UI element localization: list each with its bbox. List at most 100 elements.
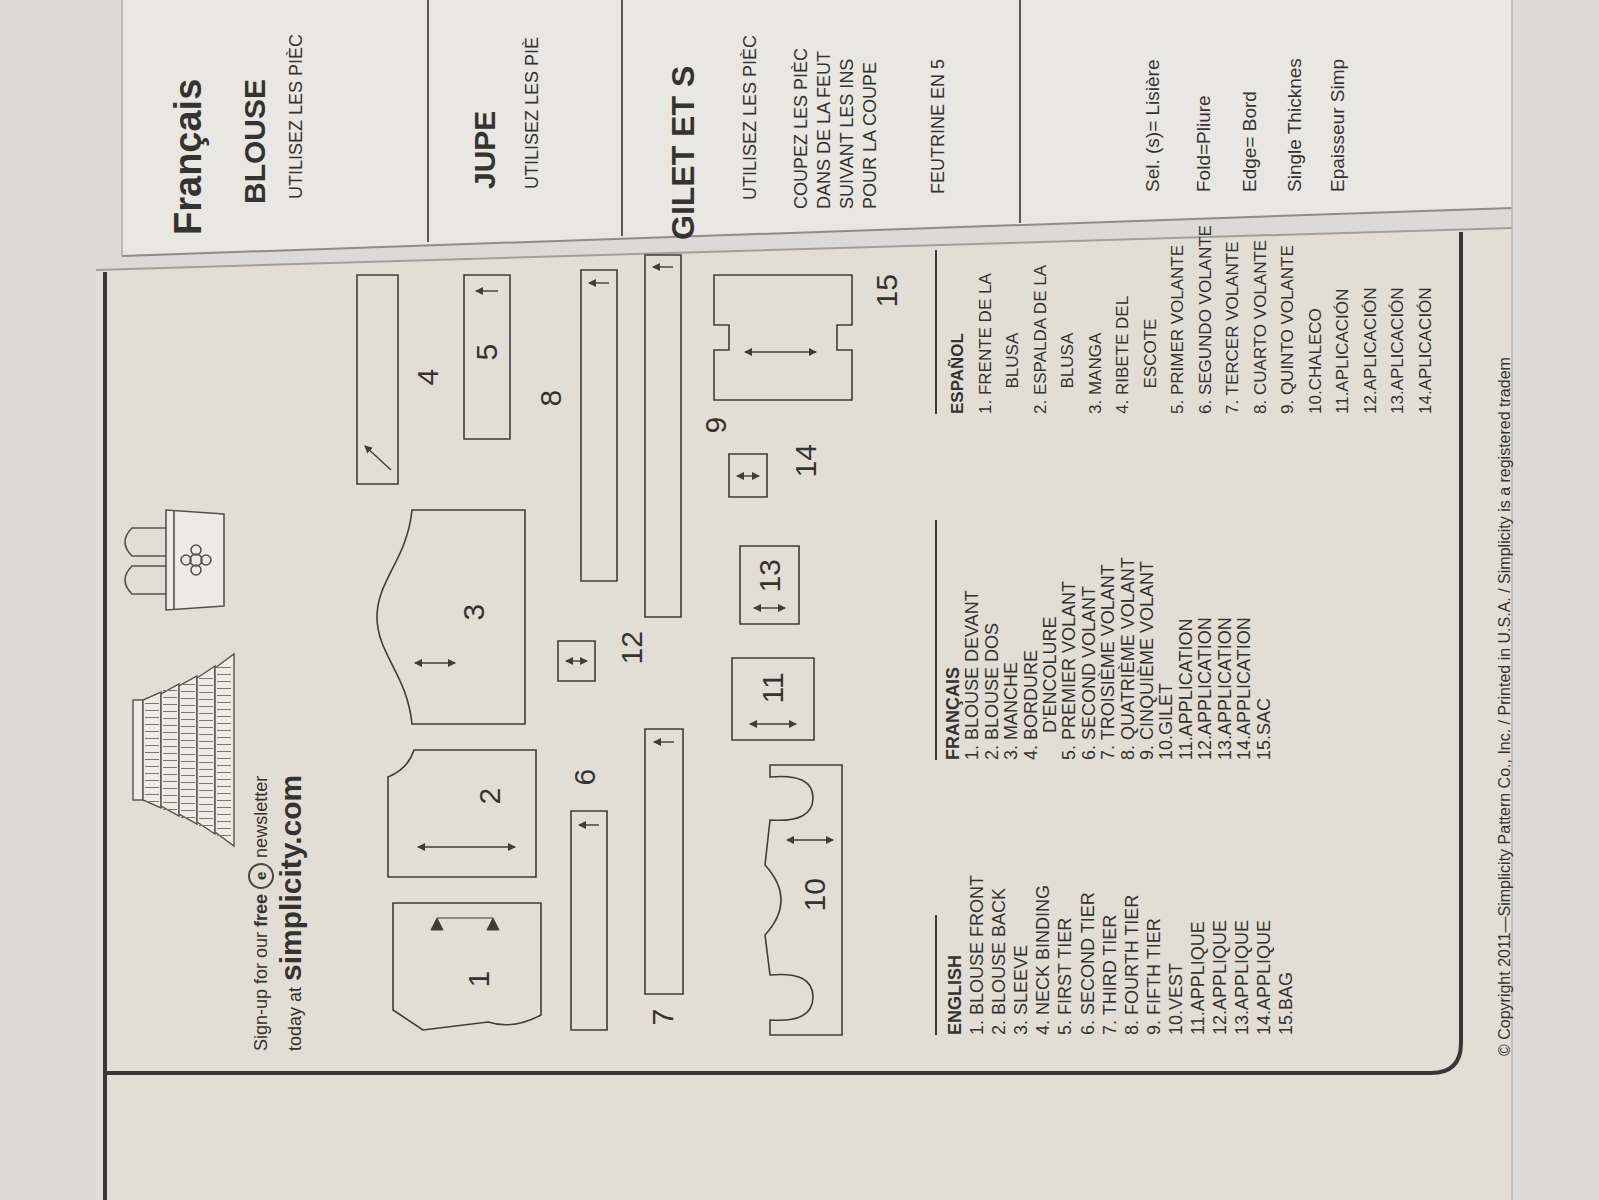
grain-arrow [579,824,599,825]
list-item: 10.GILET [1157,557,1176,760]
pattern-piece: 10 [755,765,842,1035]
list-item: 12.APPLICATION [1196,557,1215,760]
piece-outline-path [729,454,767,497]
pattern-piece: 11 [732,658,814,740]
list-item: 9. QUINTO VOLANTE [1274,225,1302,414]
section-heading: GILET ET S [665,66,702,240]
fold-mark [431,918,443,930]
piece-number: 1 [464,971,494,988]
instruction-text: FEUTRINE EN 5 [928,59,949,194]
list-item: 3. MANCHE [1002,557,1021,760]
piece-number: 9 [701,417,731,434]
piece-number: 2 [475,788,505,805]
list-item: 12.APPLIQUE [1209,875,1231,1035]
list-item: 4. RIBETE DEL ESCOTE [1109,239,1164,414]
piece-outline-path [714,275,852,400]
list-item: 5. PREMIER VOLANT [1060,557,1079,760]
list-item: 8. QUATRIÈME VOLANT [1119,557,1138,760]
list-item: 9. CINQUIÈME VOLANT [1138,557,1157,760]
list-item: 7. TERCER VOLANTE [1219,225,1247,414]
list-item: 2. ESPALDA DE LA BLUSA [1027,239,1082,414]
piece-outline-path [645,729,683,994]
signup-line: Sign-up for ourfreeenewsletter [248,776,274,1051]
signup-line: today atsimplicity.com [274,775,308,1051]
pattern-piece: 9 [645,255,681,617]
piece-outline [581,270,617,581]
piece-number: 4 [413,369,443,386]
list-item: 1. BLOUSE DEVANT [963,557,982,760]
fold-mark [487,918,499,930]
piece-outline-path [765,765,842,1035]
grain-arrow [365,446,391,470]
list-item: 2. BLOUSE BACK [988,875,1010,1035]
list-item: 14.APLICACIÓN [1412,225,1440,414]
list-item: 4. BORDURE D'ENCOLURE [1022,580,1061,760]
piece-outline-path [388,750,536,877]
piece-outline-path [357,275,398,484]
list-item: 11.APPLICATION [1177,557,1196,760]
piece-outline-path [558,641,595,681]
piece-number: 14 [791,444,821,477]
list-item: 14.APPLIQUE [1253,875,1275,1035]
list-item: 3. SLEEVE [1010,875,1032,1035]
piece-outline [645,729,683,994]
piece-outline [357,275,398,484]
section-heading: BLOUSE [238,79,273,204]
piece-number: 3 [459,604,489,621]
piece-outline-path [581,270,617,581]
parts-list: ENGLISH1. BLOUSE FRONT2. BLOUSE BACK3. S… [944,875,1298,1035]
grain-arrow [653,266,673,267]
piece-outline [714,275,852,400]
grain-arrow [750,723,796,724]
pattern-piece: 3 [377,510,525,724]
section-heading: Français [167,79,211,235]
list-item: 5. FIRST TIER [1054,875,1076,1035]
piece-number: 8 [536,390,566,407]
piece-outline-path [571,811,607,1030]
list-item: 6. SECOND TIER [1077,875,1099,1035]
grain-arrow [415,662,455,663]
piece-number: 12 [617,631,647,664]
piece-outline-path [645,255,681,617]
main-sheet [96,228,1512,1200]
grain-arrow [418,846,515,847]
sheet-edge [122,208,1512,256]
bag-illustration [125,510,224,610]
instruction-text: Fold=Pliure [1193,95,1215,192]
top-sheet [122,0,1512,256]
border-line [103,272,107,1200]
column-rule [935,520,937,760]
grain-arrow [737,475,759,476]
list-item: 11.APPLIQUE [1187,875,1209,1035]
piece-number: 5 [472,344,502,361]
column-rule [935,915,937,1035]
list-item: 4. NECK BINDING [1032,875,1054,1035]
signup-text: Sign-up for our [251,932,272,1051]
instruction-text: Edge= Bord [1239,91,1261,192]
list-item: 9. FIFTH TIER [1143,875,1165,1035]
piece-outline [558,641,595,681]
piece-number: 11 [758,672,788,703]
list-item: 13.APPLICATION [1216,557,1235,760]
list-item: 15.BAG [1275,875,1297,1035]
piece-number: 7 [648,1009,678,1026]
piece-outline [377,510,525,724]
signup-text: newsletter [251,776,272,858]
instruction-text: UTILISEZ LES PIÈC [740,35,761,200]
list-item: 7. TROISIÈME VOLANT [1099,557,1118,760]
sheet-edge [121,0,123,256]
list-item: 8. CUARTO VOLANTE [1247,225,1275,414]
list-item: 8. FOURTH TIER [1121,875,1143,1035]
newsletter-icon: e [248,863,274,889]
pattern-piece: 15 [714,275,852,400]
section-heading: JUPE [468,111,503,189]
piece-outline-path [464,275,510,439]
grain-arrow [654,741,674,742]
piece-outline-path [377,510,525,724]
skirt-illustration [133,654,234,846]
grain-arrow [589,282,609,283]
list-item: 5. PRIMER VOLANTE [1164,225,1192,414]
pattern-piece: 5 [464,275,510,439]
list-item: 6. SEGUNDO VOLANTE [1192,225,1220,414]
